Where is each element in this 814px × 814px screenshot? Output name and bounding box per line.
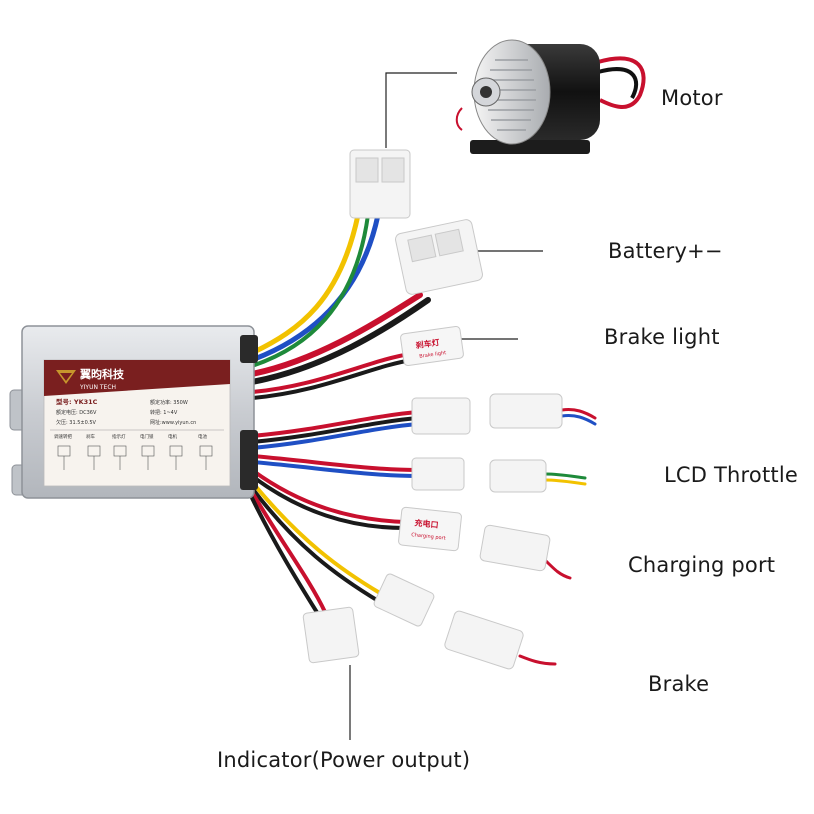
wire-lock-blue	[250, 460, 420, 478]
wire-charge-red	[250, 468, 407, 524]
brake-connector-female	[373, 573, 435, 627]
charging-tag-en: Charging port	[411, 532, 446, 542]
brand-cn: 翼昀科技	[79, 367, 125, 381]
brand-logo	[56, 370, 76, 384]
label-brake-light: Brake light	[604, 325, 720, 349]
terminal-label: 调速转把	[54, 433, 72, 440]
wire-brake-black	[250, 486, 382, 604]
brake-light-tag-cn: 刹车灯	[415, 337, 440, 350]
spec-website: 网址:www.yiyun.cn	[150, 419, 196, 426]
spec-rated-voltage: 额定电压: DC36V	[56, 409, 97, 416]
label-charging-port: Charging port	[628, 553, 776, 577]
charging-connector-female	[398, 506, 462, 552]
wire-lock-tail-2	[543, 478, 587, 486]
label-battery: Battery+−	[608, 239, 723, 263]
battery-connector	[395, 219, 483, 295]
spec-throttle: 转把: 1~4V	[150, 409, 178, 416]
indicator-connector	[302, 606, 360, 664]
wire-battery-red	[249, 292, 423, 377]
leader-lines	[349, 72, 543, 740]
terminal-list: 调速转把 刹车 指示灯 电门锁 电机 电池	[54, 433, 207, 440]
label-lcd-throttle: LCD Throttle	[664, 463, 798, 487]
terminal-label: 电池	[198, 433, 207, 440]
wire-indicator-red	[250, 490, 327, 614]
charging-tag: 充电口 Charging port	[411, 517, 446, 542]
wire-lock-tail	[543, 472, 587, 480]
charging-connector-male	[479, 524, 551, 572]
label-motor: Motor	[661, 86, 723, 110]
wire-throttle-tail-2	[560, 414, 597, 426]
wire-battery-black	[249, 297, 431, 385]
wire-brakelight-black	[250, 358, 414, 400]
wire-throttle-blue	[250, 422, 420, 450]
wire-throttle-tail	[560, 408, 597, 420]
lock-connector-male	[489, 459, 547, 493]
terminal-label: 电门锁	[140, 433, 154, 440]
brake-connector-male	[444, 610, 524, 670]
terminal-label: 指示灯	[112, 433, 126, 440]
brake-light-tag-en: Brake light	[419, 350, 447, 360]
wire-throttle-black	[250, 416, 420, 444]
wire-motor-yellow	[249, 212, 361, 356]
brake-light-connector	[400, 325, 464, 367]
wire-brake-tail	[518, 654, 557, 666]
connectors	[302, 149, 563, 670]
spec-rated-power: 额定功率: 350W	[150, 399, 188, 406]
brand-en: YIYUN TECH	[79, 384, 116, 391]
wire-indicator-black	[250, 496, 320, 616]
spec-model: 型号: YK31C	[56, 397, 98, 406]
wire-motor-green	[250, 213, 370, 368]
wire-lock-red	[250, 454, 420, 472]
wire-harness	[249, 212, 597, 666]
lock-connector-female	[411, 457, 465, 491]
brake-light-tag: 刹车灯 Brake light	[415, 337, 447, 360]
wire-charge-tail	[543, 558, 572, 580]
throttle-connector-female	[411, 397, 471, 435]
wire-brakelight-red	[250, 352, 412, 394]
controller-box: 翼昀科技 YIYUN TECH 型号: YK31C 额定功率: 350W 额定电…	[9, 325, 258, 499]
terminal-label: 电机	[168, 433, 177, 440]
terminal-label: 刹车	[86, 433, 95, 440]
wire-brake-yellow	[250, 480, 387, 598]
charging-tag-cn: 充电口	[414, 517, 439, 529]
spec-undervoltage: 欠压: 31.5±0.5V	[56, 419, 97, 426]
label-brake: Brake	[648, 672, 710, 696]
wire-throttle-red	[250, 410, 420, 438]
wire-motor-blue	[249, 212, 381, 363]
terminal-symbols	[57, 445, 213, 470]
throttle-connector-male	[489, 393, 563, 429]
motor-leader	[385, 72, 457, 148]
motor-image	[455, 39, 646, 154]
wire-charge-black	[250, 474, 407, 530]
label-indicator: Indicator(Power output)	[217, 748, 471, 772]
